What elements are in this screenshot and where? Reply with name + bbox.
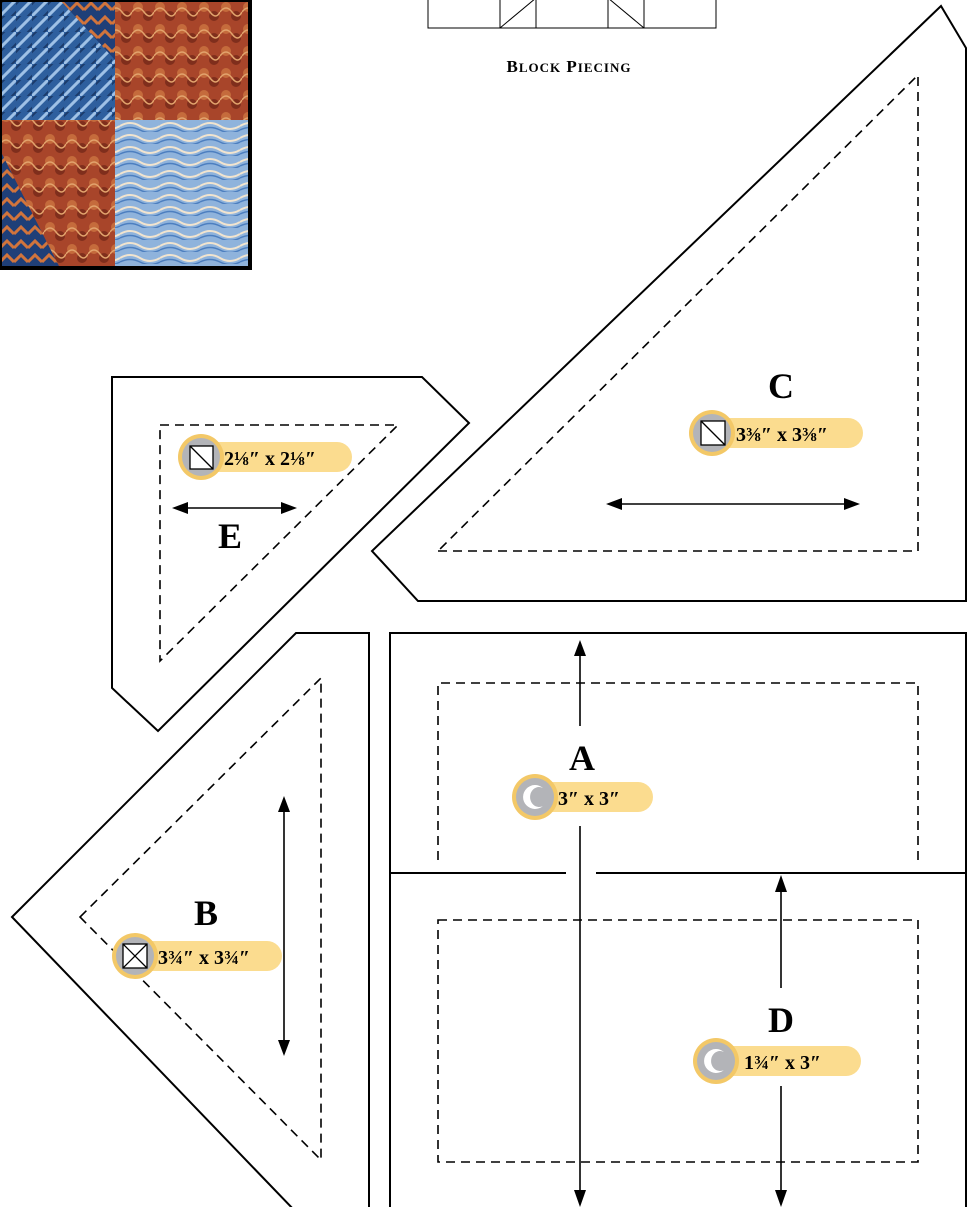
rectangle-icon	[704, 1049, 724, 1074]
piece-b-seam-line	[78, 676, 322, 1162]
piece-a-cut-line	[389, 632, 967, 873]
size-tag: 3¾″ x 3¾″	[112, 933, 282, 979]
piece-b-label: B	[194, 893, 218, 933]
grain-arrow	[278, 796, 290, 1056]
piece-e-cut-line	[111, 376, 471, 733]
size-tag: 3⅜″ x 3⅜″	[689, 410, 863, 456]
grain-arrow	[574, 640, 586, 726]
template-piece-a: A 3″ x 3″	[389, 632, 967, 873]
template-piece-c: C 3⅜″ x 3⅜″	[370, 4, 967, 602]
piece-b-size: 3¾″ x 3¾″	[158, 947, 250, 969]
grain-arrow	[775, 875, 787, 1207]
piece-c-label: C	[768, 366, 794, 406]
piece-e-label: E	[218, 516, 242, 556]
piece-c-cut-line	[370, 4, 967, 602]
block-piecing-caption: BLOCK PIECING	[507, 57, 632, 76]
square-icon	[523, 785, 543, 810]
piece-e-seam-line	[159, 424, 400, 663]
size-tag: 2⅛″ x 2⅛″	[178, 434, 352, 480]
half-square-triangle-icon	[700, 420, 726, 446]
piece-a-label: A	[569, 738, 595, 778]
block-piecing-diagram	[427, 0, 717, 29]
piece-a-size: 3″ x 3″	[558, 788, 620, 810]
quarter-square-triangle-icon	[122, 943, 148, 969]
piece-b-cut-line	[10, 632, 370, 1207]
piece-d-size: 1¾″ x 3″	[744, 1052, 821, 1074]
size-tag: 1¾″ x 3″	[693, 1038, 861, 1084]
size-tag: 3″ x 3″	[512, 774, 653, 820]
piece-d-label: D	[768, 1000, 794, 1040]
piece-e-size: 2⅛″ x 2⅛″	[224, 448, 316, 470]
template-piece-d: D 1¾″ x 3″	[389, 826, 967, 1207]
fabric-block-photo	[0, 0, 252, 270]
template-piece-e: E 2⅛″ x 2⅛″	[111, 376, 471, 733]
template-piece-b: B 3¾″ x 3¾″	[10, 632, 370, 1207]
piece-a-seam-line	[437, 682, 919, 860]
grain-arrow	[606, 498, 860, 510]
grain-arrow	[574, 826, 586, 1207]
piece-c-size: 3⅜″ x 3⅜″	[736, 424, 828, 446]
half-square-triangle-icon	[189, 445, 214, 470]
piece-c-seam-line	[436, 73, 919, 552]
grain-arrow	[172, 502, 297, 514]
piece-d-seam-line	[437, 919, 919, 1163]
